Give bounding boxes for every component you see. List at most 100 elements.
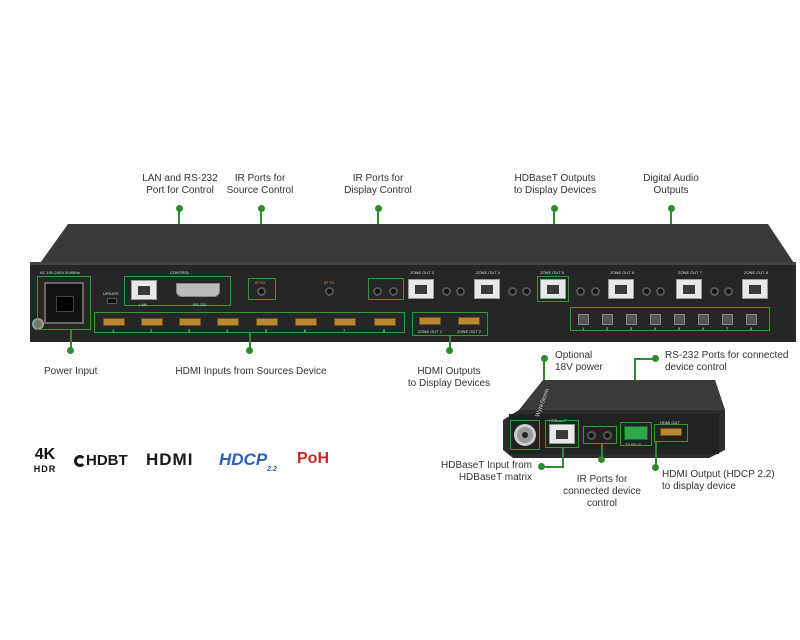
callout-power-input: Power Input	[44, 366, 98, 377]
hdmi-input-num: 7	[343, 328, 346, 333]
update-port[interactable]	[107, 298, 117, 304]
zone-label-6: ZONE OUT 6	[610, 270, 634, 275]
callout-line	[449, 336, 451, 350]
ir-display-jack-1[interactable]	[373, 287, 382, 296]
ir-jack[interactable]	[325, 287, 334, 296]
update-label: UPDATE	[103, 291, 119, 296]
callout-line	[562, 448, 564, 468]
ir-jack[interactable]	[710, 287, 719, 296]
callout-dot	[668, 205, 675, 212]
callout-dot	[652, 355, 659, 362]
callout-line	[542, 466, 564, 468]
hdmi-input-num: 2	[150, 328, 153, 333]
ir-connected-jack-1[interactable]	[587, 431, 596, 440]
audio-out-num: 2	[606, 326, 609, 331]
rs232-port[interactable]	[176, 283, 220, 297]
hdmi-input-num: 1	[112, 328, 115, 333]
poh-logo: PoH	[297, 450, 329, 467]
ir-jack[interactable]	[576, 287, 585, 296]
hdmi-input-port[interactable]	[103, 318, 125, 326]
optical-out[interactable]	[698, 314, 709, 325]
zone-label-7: ZONE OUT 7	[678, 270, 702, 275]
hdmi-zone-out-1[interactable]	[419, 317, 441, 325]
ir-jack[interactable]	[591, 287, 600, 296]
zone-label-5: ZONE OUT 5	[540, 270, 564, 275]
hdbaset-input-port[interactable]	[549, 424, 575, 444]
power-jack[interactable]	[514, 424, 536, 446]
lan-port[interactable]	[131, 280, 157, 300]
power-input-highlight	[37, 276, 91, 330]
hdbaset-port-7[interactable]	[676, 279, 702, 299]
hdmi-zone-out-2[interactable]	[458, 317, 480, 325]
callout-dot	[258, 205, 265, 212]
ir-rx-label: IR RX	[255, 280, 266, 285]
hdmi-input-port[interactable]	[295, 318, 317, 326]
optical-out[interactable]	[578, 314, 589, 325]
zone-label-3: ZONE OUT 3	[410, 270, 434, 275]
optical-out[interactable]	[722, 314, 733, 325]
optical-out[interactable]	[650, 314, 661, 325]
ir-display-jack-2[interactable]	[389, 287, 398, 296]
hdbaset-port-8[interactable]	[742, 279, 768, 299]
hdmi-logo: HDMI	[146, 450, 194, 469]
hdmi-input-port[interactable]	[141, 318, 163, 326]
optical-out[interactable]	[626, 314, 637, 325]
hdmi-input-num: 4	[226, 328, 229, 333]
callout-line	[634, 358, 654, 360]
rs232-pins: TX RX G	[625, 442, 642, 447]
rs232-highlight	[620, 422, 652, 446]
ir-jack[interactable]	[442, 287, 451, 296]
hdmi-input-port[interactable]	[217, 318, 239, 326]
hdmi-input-port[interactable]	[334, 318, 356, 326]
ir-jack[interactable]	[642, 287, 651, 296]
callout-line	[249, 333, 251, 349]
power-highlight	[510, 420, 540, 450]
hdmi-input-port[interactable]	[179, 318, 201, 326]
callout-dot	[551, 205, 558, 212]
callout-hdmi-inputs: HDMI Inputs from Sources Device	[175, 366, 327, 377]
hdcp-logo: HDCP2.2	[219, 450, 277, 473]
ir-source-highlight	[248, 278, 276, 300]
optical-out[interactable]	[674, 314, 685, 325]
optical-out[interactable]	[746, 314, 757, 325]
hdmi-input-port[interactable]	[374, 318, 396, 326]
callout-dot	[176, 205, 183, 212]
rs232-terminal[interactable]	[624, 426, 648, 440]
audio-out-num: 1	[582, 326, 585, 331]
optical-out[interactable]	[602, 314, 613, 325]
ir-jack[interactable]	[456, 287, 465, 296]
audio-out-num: 3	[630, 326, 633, 331]
callout-line	[70, 330, 72, 350]
ir-jack[interactable]	[522, 287, 531, 296]
ir-jack[interactable]	[508, 287, 517, 296]
ir-connected-highlight	[583, 426, 617, 444]
hdbaset-port-5[interactable]	[540, 279, 566, 299]
audio-out-num: 6	[702, 326, 705, 331]
hdbaset-port-4[interactable]	[474, 279, 500, 299]
hdmi-input-port[interactable]	[256, 318, 278, 326]
ir-jack[interactable]	[656, 287, 665, 296]
audio-out-num: 5	[678, 326, 681, 331]
ir-source-jack[interactable]	[257, 287, 266, 296]
4k-hdr-logo: 4K HDR	[33, 446, 57, 475]
ir-connected-jack-2[interactable]	[603, 431, 612, 440]
ir-jack[interactable]	[724, 287, 733, 296]
callout-hdmi-output-receiver: HDMI Output (HDCP 2.2)to display device	[662, 469, 775, 492]
hdbaset-port-3[interactable]	[408, 279, 434, 299]
hdmi-output-port[interactable]	[660, 428, 682, 436]
audio-outputs-highlight	[570, 307, 770, 331]
hdmi-output-highlight	[654, 424, 688, 442]
rs232-label: RS-232	[193, 302, 207, 307]
hdbaset-port-6[interactable]	[608, 279, 634, 299]
callout-dot	[652, 464, 659, 471]
ir-tx-label: IR TX	[324, 280, 335, 285]
